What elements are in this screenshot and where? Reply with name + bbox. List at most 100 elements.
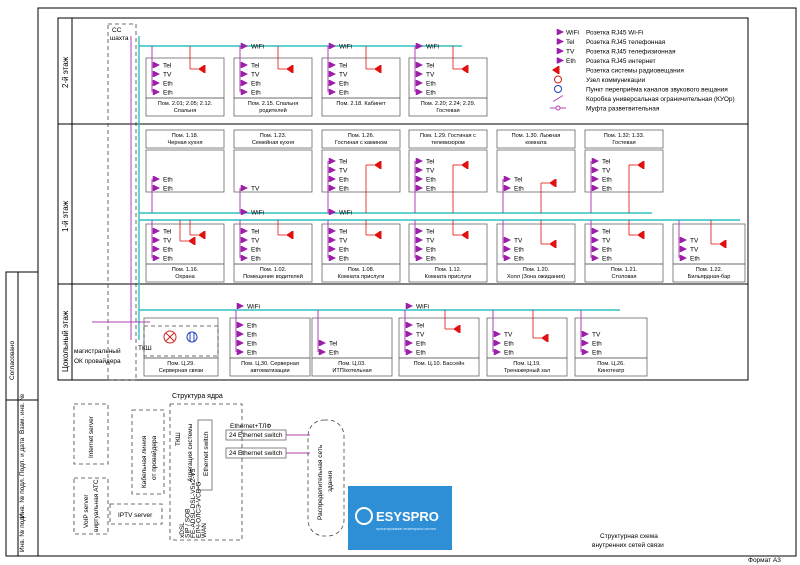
room-name-line2: Гостевая	[436, 108, 459, 114]
rj45-outlet-icon	[503, 255, 511, 261]
room-card: Пом. 2.20; 2.24; 2.29.ГостеваяTelTVEthEt…	[408, 43, 488, 117]
outlet-label: Eth	[514, 246, 524, 253]
room-name: Пом. 1.18.	[172, 133, 199, 139]
rj45-outlet-icon	[591, 176, 599, 182]
legend-text: Пункт переприёма каналов звукового вещан…	[586, 86, 728, 93]
outlet-label: Eth	[416, 340, 426, 347]
wifi-outlet-icon	[240, 209, 248, 215]
rj45-outlet-icon	[240, 255, 248, 261]
room-name-line2: автоматизации	[250, 368, 289, 374]
stamp-label: Согласовано	[9, 341, 16, 380]
room-name-line2: Бильярдная-бар	[688, 274, 731, 280]
rj45-outlet-icon	[240, 62, 248, 68]
rj45-outlet-icon	[236, 331, 244, 337]
rj45-outlet-icon	[240, 185, 248, 191]
room-name: Пом. 2.18. Кабинет	[336, 101, 386, 107]
wifi-outlet-icon	[328, 43, 336, 49]
rj45-outlet-icon	[328, 158, 336, 164]
radio-outlet-icon	[374, 161, 382, 169]
svg-text:IPTV server: IPTV server	[118, 512, 153, 519]
rj45-outlet-icon	[328, 80, 336, 86]
room-card: Пом. Ц.29.Серверная связи	[143, 317, 219, 377]
rj45-outlet-icon	[240, 80, 248, 86]
svg-text:Структура ядра: Структура ядра	[172, 393, 223, 400]
outlet-label: Eth	[247, 340, 257, 347]
radio-outlet-icon	[719, 240, 727, 248]
outlet-label: Eth	[426, 185, 436, 192]
outlet-label: Eth	[339, 255, 349, 262]
outlet-label: Eth	[247, 349, 257, 356]
rj45-outlet-icon	[152, 246, 160, 252]
legend-text: Розетка RJ45 телефонная	[586, 39, 666, 46]
room-name-line2: родителей	[259, 107, 286, 114]
port-label: FE-ADSL-DSL-V5x2-V5	[190, 468, 197, 538]
radio-outlet-icon	[286, 231, 294, 239]
room-name-line2: комната	[525, 140, 547, 146]
rj45-outlet-icon	[328, 246, 336, 252]
outlet-label: Tel	[251, 62, 260, 69]
wifi-outlet-icon	[240, 43, 248, 49]
legend-item: Узел коммуникации	[554, 75, 646, 84]
legend-text: Муфта разветвительная	[586, 105, 660, 112]
port-label: ЕЛЧ-ОЛСЭ-VCB-G	[196, 482, 203, 538]
rj45-outlet-icon	[581, 349, 589, 355]
outlet-label: TV	[426, 71, 435, 78]
svg-text:ОК провайдера: ОК провайдера	[74, 357, 121, 365]
outlet-label: TV	[251, 71, 260, 78]
room-name: Пом. Ц.26.	[597, 361, 625, 367]
outlet-label: Eth	[690, 255, 700, 262]
outlet-label: Eth	[592, 340, 602, 347]
room-name-line2: Холл (Зона ожидания)	[507, 274, 565, 280]
room-name: Пом. 1.29. Гостиная с	[420, 133, 476, 139]
wifi-outlet-icon	[236, 303, 244, 309]
legend-code: Tel	[566, 39, 575, 46]
port-label: xDSL	[179, 522, 186, 538]
room-name: Пом. Ц.10. Бассейн	[414, 360, 465, 367]
outlet-label: Tel	[339, 62, 348, 69]
outlet-label: Tel	[163, 62, 172, 69]
room-name: Пом. 2.01; 2.05; 2.12.	[158, 101, 213, 107]
rj45-outlet-icon	[415, 71, 423, 77]
outlet-label: Eth	[251, 89, 261, 96]
outlet-label: Eth	[163, 246, 173, 253]
outlet-label: TV	[251, 237, 260, 244]
outlet-label: Eth	[602, 176, 612, 183]
legend-item: Муфта разветвительная	[550, 105, 660, 112]
rj45-outlet-icon	[152, 89, 160, 95]
outlet-label: Tel	[339, 228, 348, 235]
outlet-label: Eth	[426, 80, 436, 87]
room-card: Пом. 2.15. СпальняродителейTelTVEthEthWi…	[233, 43, 313, 117]
rj45-outlet-icon	[415, 176, 423, 182]
outlet-label: Eth	[339, 185, 349, 192]
rj45-outlet-icon	[152, 176, 160, 182]
room-name-line2: телевизором	[431, 140, 465, 146]
wifi-outlet-icon	[405, 303, 413, 309]
rj45-outlet-icon	[679, 246, 687, 252]
outlet-label: Eth	[251, 246, 261, 253]
rj45-outlet-icon	[152, 80, 160, 86]
port-label: SIP / SOB	[185, 508, 192, 538]
outlet-label: TV	[416, 331, 425, 338]
rj45-outlet-icon	[556, 38, 564, 45]
broadcast-point-icon	[554, 85, 562, 93]
outlet-label: Eth	[163, 176, 173, 183]
radio-outlet-icon	[198, 65, 206, 73]
room-name: Пом. 1.21.	[611, 267, 638, 273]
comm-node-icon	[554, 75, 562, 84]
stamp-label: Подп. и дата	[19, 437, 26, 476]
legend-text: Розетка RJ45 Wi-Fi	[586, 29, 643, 36]
outlet-label: TV	[339, 167, 348, 174]
floor-1-label: 1-й этаж	[61, 200, 70, 232]
outlet-label: Tel	[426, 62, 435, 69]
outlet-label: TV	[602, 237, 611, 244]
outlet-label: Tel	[426, 228, 435, 235]
